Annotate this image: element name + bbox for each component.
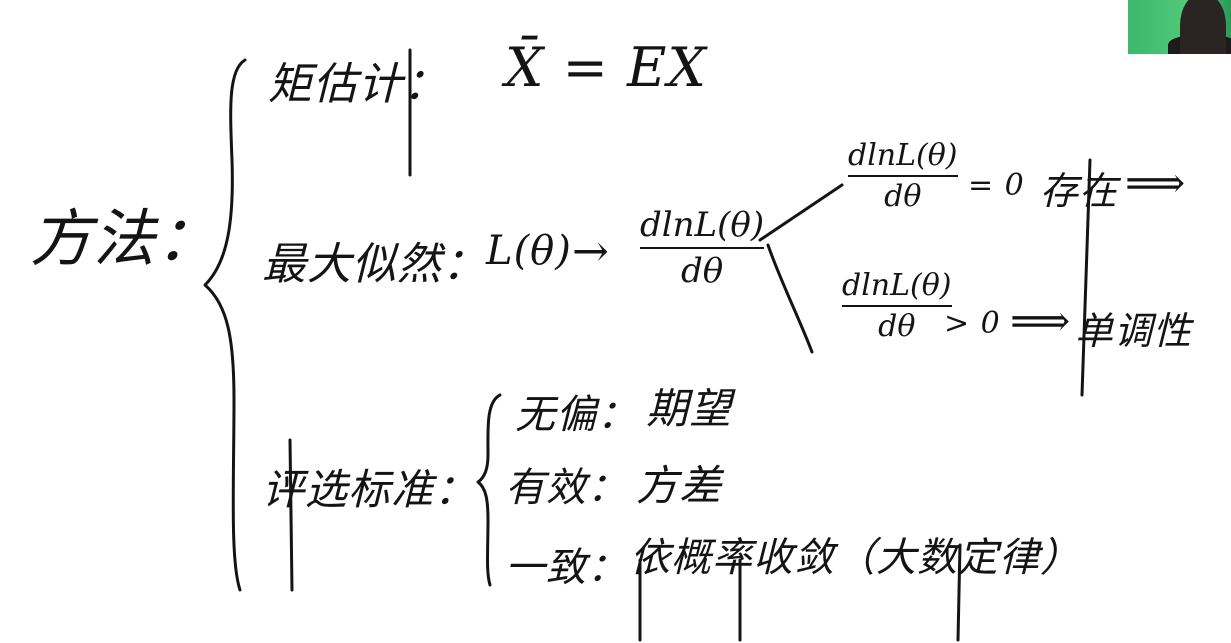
criteria-brace xyxy=(476,393,502,587)
divider-line-3 xyxy=(1080,158,1092,397)
divider-line-6 xyxy=(956,543,962,642)
fraction-bar xyxy=(848,175,958,177)
positive-case-denominator: dθ xyxy=(878,309,916,344)
fraction-bar xyxy=(640,247,765,249)
moment-formula: X̄ = EX xyxy=(505,36,707,99)
criteria-efficient-desc: 方差 xyxy=(636,461,723,510)
criteria-label: 评选标准： xyxy=(262,465,478,514)
positive-case-result: 单调性 xyxy=(1075,309,1193,353)
presenter-head xyxy=(1180,0,1226,54)
derivative-numerator: dlnL(θ) xyxy=(640,205,765,245)
fraction-bar xyxy=(842,305,952,307)
zero-case-implies: ⟹ xyxy=(1125,158,1187,207)
zero-case-result: 存在 xyxy=(1040,169,1119,213)
topic-label: 方法： xyxy=(30,202,220,275)
mle-label: 最大似然： xyxy=(262,239,487,290)
mle-arrow: → xyxy=(572,226,610,277)
presenter-video-icon xyxy=(1128,0,1231,54)
derivative-positive-case: dlnL(θ) dθ xyxy=(842,268,952,344)
criteria-efficient-name: 有效： xyxy=(505,465,628,511)
criteria-unbiased-name: 无偏： xyxy=(515,392,638,438)
positive-case-numerator: dlnL(θ) xyxy=(842,268,952,303)
main-brace xyxy=(203,58,247,592)
divider-line-2 xyxy=(288,438,294,592)
likelihood-function: L(θ) xyxy=(486,228,572,274)
zero-case-numerator: dlnL(θ) xyxy=(848,138,958,173)
criteria-consistent-desc: 依概率收敛（大数定律） xyxy=(630,535,1081,581)
criteria-consistent-name: 一致： xyxy=(505,545,628,591)
moment-estimation-label: 矩估计： xyxy=(268,59,448,110)
derivative-denominator: dθ xyxy=(680,251,724,291)
branch-line-down xyxy=(766,243,814,354)
branch-line-up xyxy=(758,183,844,242)
criteria-unbiased-desc: 期望 xyxy=(646,384,733,433)
log-likelihood-derivative: dlnL(θ) dθ xyxy=(640,205,765,291)
positive-case-condition: > 0 xyxy=(944,306,1001,341)
zero-case-condition: = 0 xyxy=(968,168,1025,203)
zero-case-denominator: dθ xyxy=(884,179,922,214)
derivative-zero-case: dlnL(θ) dθ xyxy=(848,138,958,214)
positive-case-implies: ⟹ xyxy=(1010,296,1072,345)
